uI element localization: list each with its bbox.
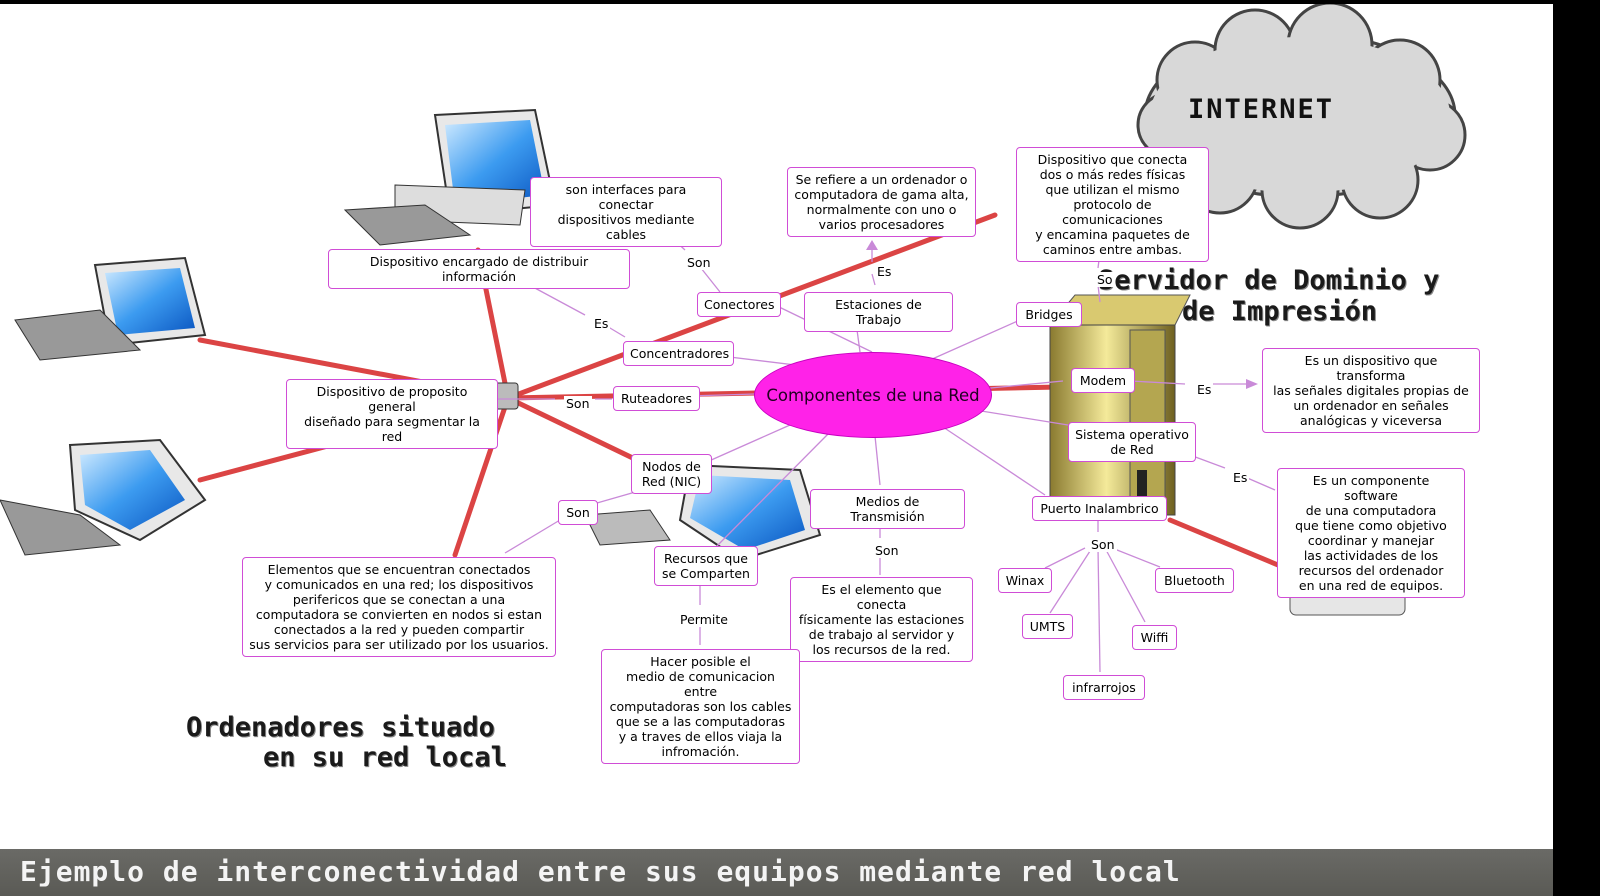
node-concentradores-def: Dispositivo encargado de distribuir info… xyxy=(328,249,630,289)
server-tower xyxy=(1048,294,1191,516)
node-ruteadores-def: Dispositivo de proposito general diseñad… xyxy=(286,379,498,449)
central-concept-label: Componentes de una Red xyxy=(766,385,980,405)
node-infrarrojos: infrarrojos xyxy=(1063,675,1145,700)
node-sistema: Sistema operativo de Red xyxy=(1068,422,1196,462)
node-umts: UMTS xyxy=(1022,614,1073,639)
node-medios-def: Es el elemento que conecta físicamente l… xyxy=(790,577,973,662)
node-recursos-def: Hacer posible el medio de comunicacion e… xyxy=(601,649,800,764)
node-medios: Medios de Transmisión xyxy=(810,489,965,529)
local-caption-line2: en su red local xyxy=(263,742,507,773)
computer-left-lower xyxy=(0,438,207,556)
node-son-box: Son xyxy=(558,500,598,525)
node-estaciones-def: Se refiere a un ordenador o computadora … xyxy=(787,167,976,237)
node-puerto: Puerto Inalambrico xyxy=(1032,496,1167,521)
footer-text: Ejemplo de interconectividad entre sus e… xyxy=(20,855,1181,888)
link-es-modem: Es xyxy=(1195,382,1214,397)
link-son-medios: Son xyxy=(873,543,901,558)
computer-left-upper xyxy=(14,256,207,361)
footer-banner: Ejemplo de interconectividad entre sus e… xyxy=(0,849,1553,896)
node-bluetooth: Bluetooth xyxy=(1155,568,1234,593)
server-title-line2: de Impresión xyxy=(1182,296,1378,327)
concept-connectors xyxy=(493,221,1276,673)
link-son-puerto: Son xyxy=(1089,537,1117,552)
node-bridges-def: Dispositivo que conecta dos o más redes … xyxy=(1016,147,1209,262)
local-caption-line1: Ordenadores situado xyxy=(186,712,495,743)
frame-top-border xyxy=(0,0,1600,4)
link-son-ruteadores: Son xyxy=(564,396,592,411)
node-wiffi: Wiffi xyxy=(1132,625,1177,650)
node-ruteadores: Ruteadores xyxy=(613,386,700,411)
link-permite: Permite xyxy=(678,612,730,627)
link-son-conectores: Son xyxy=(685,255,713,270)
node-concentradores: Concentradores xyxy=(623,341,734,366)
node-modem-def: Es un dispositivo que transforma las señ… xyxy=(1262,348,1480,433)
server-title-line1: Servidor de Dominio y xyxy=(1098,265,1440,296)
node-nodos: Nodos de Red (NIC) xyxy=(631,454,712,494)
computer-top xyxy=(343,108,557,246)
central-concept: Componentes de una Red xyxy=(754,352,992,438)
internet-cloud-core xyxy=(1150,37,1450,193)
node-conectores-def: son interfaces para conectar dispositivo… xyxy=(530,177,722,247)
link-es-concentradores: Es xyxy=(592,316,611,331)
link-es-estaciones: Es xyxy=(875,264,894,279)
node-conectores: Conectores xyxy=(697,292,781,317)
link-so-bridges: So xyxy=(1095,272,1115,287)
link-es-sistema: Es xyxy=(1231,470,1250,485)
node-nodos-def: Elementos que se encuentran conectados y… xyxy=(242,557,556,657)
node-winax: Winax xyxy=(998,568,1052,593)
node-modem: Modem xyxy=(1071,368,1135,393)
node-sistema-def: Es un componente software de una computa… xyxy=(1277,468,1465,598)
node-bridges: Bridges xyxy=(1016,302,1082,327)
internet-label: INTERNET xyxy=(1188,94,1335,125)
node-recursos: Recursos que se Comparten xyxy=(654,546,758,586)
node-estaciones: Estaciones de Trabajo xyxy=(804,292,953,332)
frame-right-border xyxy=(1553,0,1600,896)
